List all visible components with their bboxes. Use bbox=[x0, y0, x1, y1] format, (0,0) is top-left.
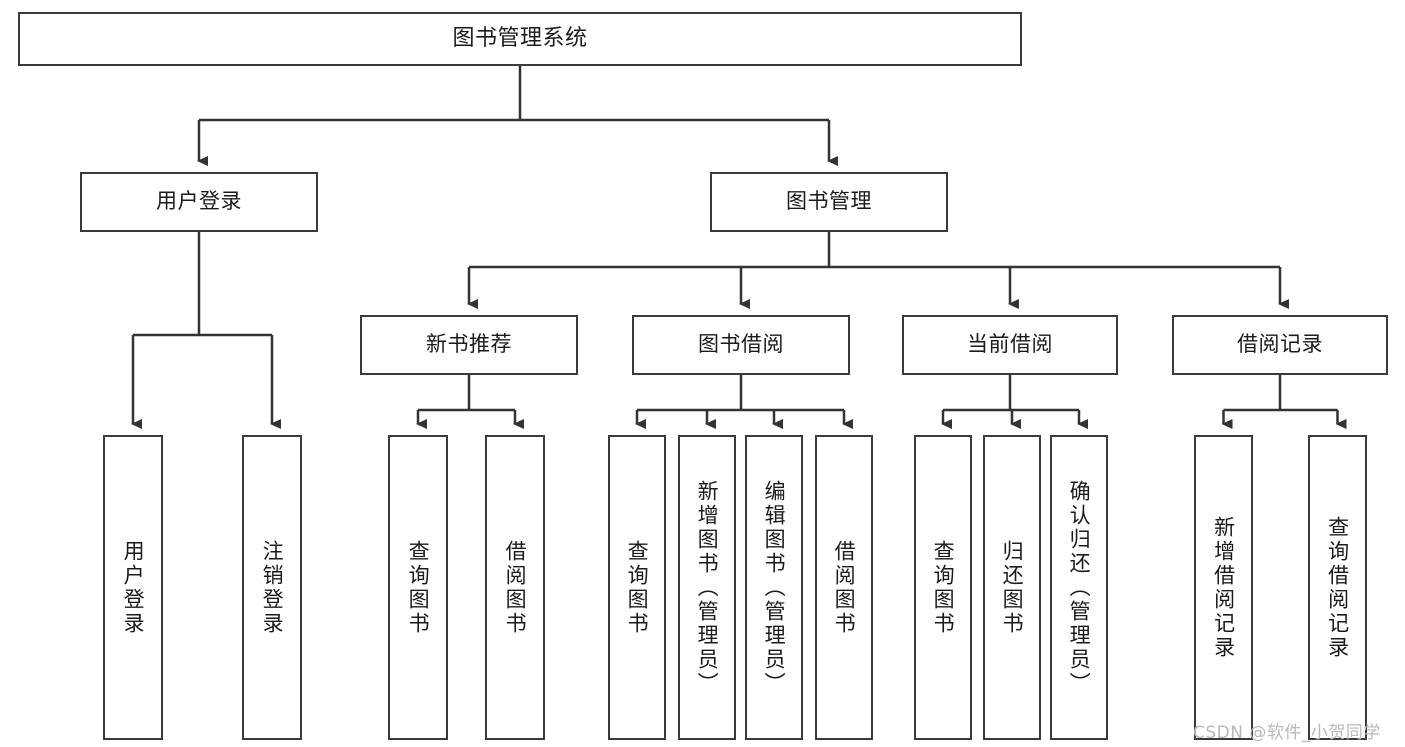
node-book-manage[interactable]: 图书管理 bbox=[710, 172, 948, 232]
node-current-borrow[interactable]: 当前借阅 bbox=[902, 315, 1118, 375]
leaf-user-logout[interactable]: 注销登录 bbox=[242, 435, 302, 740]
leaf-add-borrow-record[interactable]: 新增借阅记录 bbox=[1194, 435, 1253, 740]
leaf-label: 借阅图书 bbox=[503, 539, 528, 636]
leaf-add-book[interactable]: 新增图书（管理员） bbox=[678, 435, 736, 740]
leaf-label: 编辑图书（管理员） bbox=[762, 479, 787, 696]
node-new-book-recommend[interactable]: 新书推荐 bbox=[360, 315, 578, 375]
leaf-borrow-book-2[interactable]: 借阅图书 bbox=[815, 435, 873, 740]
leaf-borrow-book-1[interactable]: 借阅图书 bbox=[485, 435, 545, 740]
leaf-label: 查询图书 bbox=[931, 539, 956, 636]
leaf-label: 新增借阅记录 bbox=[1211, 515, 1236, 660]
leaf-query-book-2[interactable]: 查询图书 bbox=[608, 435, 666, 740]
leaf-query-book-3[interactable]: 查询图书 bbox=[914, 435, 972, 740]
leaf-edit-book[interactable]: 编辑图书（管理员） bbox=[745, 435, 803, 740]
leaf-query-book-1[interactable]: 查询图书 bbox=[388, 435, 448, 740]
leaf-label: 注销登录 bbox=[260, 539, 285, 636]
leaf-return-book[interactable]: 归还图书 bbox=[983, 435, 1041, 740]
node-book-borrow[interactable]: 图书借阅 bbox=[632, 315, 850, 375]
node-root[interactable]: 图书管理系统 bbox=[18, 12, 1022, 66]
leaf-label: 归还图书 bbox=[1000, 539, 1025, 636]
leaf-label: 查询图书 bbox=[625, 539, 650, 636]
leaf-label: 确认归还（管理员） bbox=[1067, 479, 1092, 696]
leaf-user-login[interactable]: 用户登录 bbox=[103, 435, 163, 740]
leaf-label: 借阅图书 bbox=[832, 539, 857, 636]
leaf-label: 新增图书（管理员） bbox=[695, 479, 720, 696]
csdn-watermark: CSDN @软件_小贺同学 bbox=[1193, 723, 1381, 743]
leaf-label: 用户登录 bbox=[121, 539, 146, 636]
leaf-label: 查询借阅记录 bbox=[1325, 515, 1350, 660]
node-borrow-record[interactable]: 借阅记录 bbox=[1172, 315, 1388, 375]
node-user-login[interactable]: 用户登录 bbox=[80, 172, 318, 232]
leaf-label: 查询图书 bbox=[406, 539, 431, 636]
leaf-confirm-return[interactable]: 确认归还（管理员） bbox=[1050, 435, 1108, 740]
leaf-query-borrow-record[interactable]: 查询借阅记录 bbox=[1308, 435, 1367, 740]
